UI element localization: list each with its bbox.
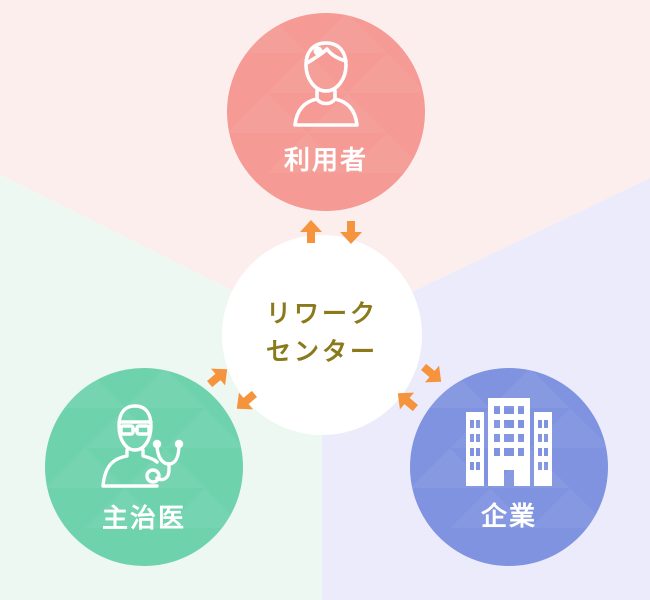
user-label: 利用者 bbox=[283, 146, 368, 176]
person-icon bbox=[293, 41, 359, 127]
arrow-center-to-company bbox=[416, 358, 449, 391]
company-label: 企業 bbox=[480, 502, 537, 532]
arrow-company-to-center bbox=[390, 384, 423, 417]
user-node: 利用者 bbox=[227, 13, 425, 211]
doctor-label: 主治医 bbox=[101, 504, 186, 534]
triangle-pattern bbox=[45, 368, 243, 528]
rework-center-node: リワーク センター bbox=[222, 235, 422, 435]
arrow-doctor-to-center bbox=[202, 360, 235, 393]
center-label-line1: リワーク bbox=[265, 299, 378, 328]
doctor-icon bbox=[101, 404, 184, 488]
arrow-center-to-doctor bbox=[229, 385, 262, 418]
doctor-node: 主治医 bbox=[45, 368, 243, 566]
arrow-user-to-center bbox=[340, 221, 362, 244]
arrow-center-to-user bbox=[300, 220, 322, 243]
building-icon bbox=[466, 398, 552, 486]
center-label-line2: センター bbox=[265, 337, 378, 366]
triangle-pattern bbox=[227, 13, 425, 173]
company-node: 企業 bbox=[410, 368, 608, 566]
